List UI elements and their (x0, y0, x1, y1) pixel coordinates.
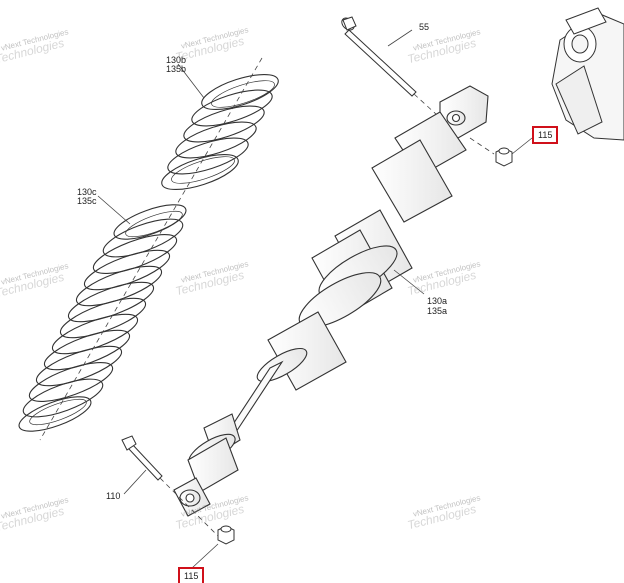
leader-lines (97, 29, 533, 569)
callout-nut-top: 115 (532, 126, 559, 144)
bottom-nut (217, 525, 235, 545)
spring-centerline (39, 57, 263, 441)
lower-spring (18, 204, 187, 432)
callout-nut-bottom: 115 (178, 567, 205, 583)
callout-bolt-bottom: 110 (106, 491, 121, 501)
callout-spring-upper-a: 130b (166, 55, 187, 65)
callout-spring-lower-b: 135c (77, 196, 97, 206)
bottom-bolt (121, 435, 163, 481)
top-nut-axis (469, 137, 495, 155)
upper-spring (161, 73, 279, 191)
callout-shock-body-b: 135a (427, 306, 448, 316)
bottom-bolt-axis (159, 477, 223, 541)
callout-shock-body-a: 130a (427, 296, 448, 306)
callout-spring-lower-a: 130c (77, 187, 97, 197)
partial-assembly-view (551, 7, 624, 141)
callout-bolt-top: 55 (419, 22, 430, 32)
top-bolt (341, 16, 417, 97)
top-nut (495, 147, 513, 167)
callout-spring-upper-b: 135b (166, 64, 187, 74)
shock-absorber (173, 85, 489, 517)
